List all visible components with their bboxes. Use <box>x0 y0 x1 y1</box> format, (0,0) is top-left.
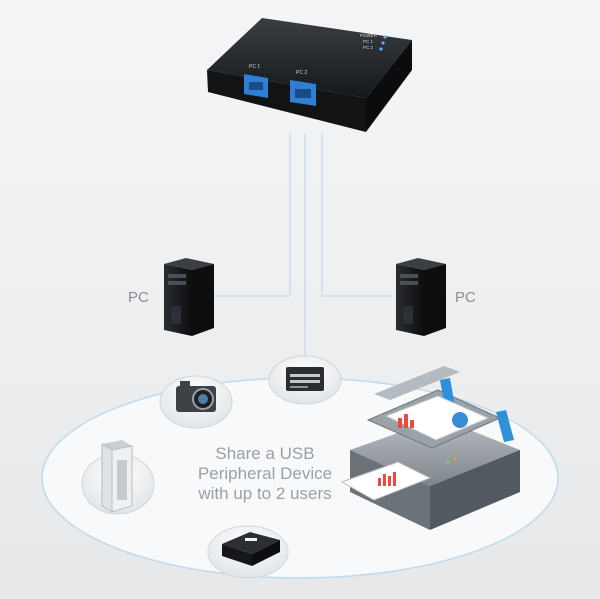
usb-port-pc1 <box>244 74 268 98</box>
usb-port-pc2 <box>290 80 316 106</box>
share-caption: Share a USB Peripheral Device with up to… <box>180 444 350 504</box>
pc2-led <box>379 47 383 51</box>
power-led <box>383 35 387 39</box>
led-label-pc2: PC 2 <box>363 45 374 50</box>
pc-label-left: PC <box>128 289 149 306</box>
usb-switch: PC 1 PC 2 POWER PC 1 PC 2 <box>207 18 412 132</box>
pc1-led <box>381 41 385 45</box>
share-caption-line-1: Share a USB <box>215 444 315 463</box>
port-label-pc1: PC 1 <box>249 64 260 70</box>
external-drive-icon <box>81 440 155 515</box>
pc-tower-right <box>396 258 446 336</box>
usb-cables <box>212 134 392 368</box>
pc-label-right: PC <box>455 289 476 306</box>
share-caption-line-3: with up to 2 users <box>198 484 332 503</box>
scanner-icon <box>207 525 289 579</box>
share-caption-line-2: Peripheral Device <box>197 464 333 483</box>
card-reader-icon <box>268 355 342 405</box>
printer-icon <box>340 366 520 530</box>
led-label-pc1: PC 1 <box>363 39 374 44</box>
led-label-power: POWER <box>360 33 378 38</box>
pc-tower-left <box>164 258 214 336</box>
port-label-pc2: PC 2 <box>296 70 307 76</box>
camera-icon <box>159 375 233 429</box>
